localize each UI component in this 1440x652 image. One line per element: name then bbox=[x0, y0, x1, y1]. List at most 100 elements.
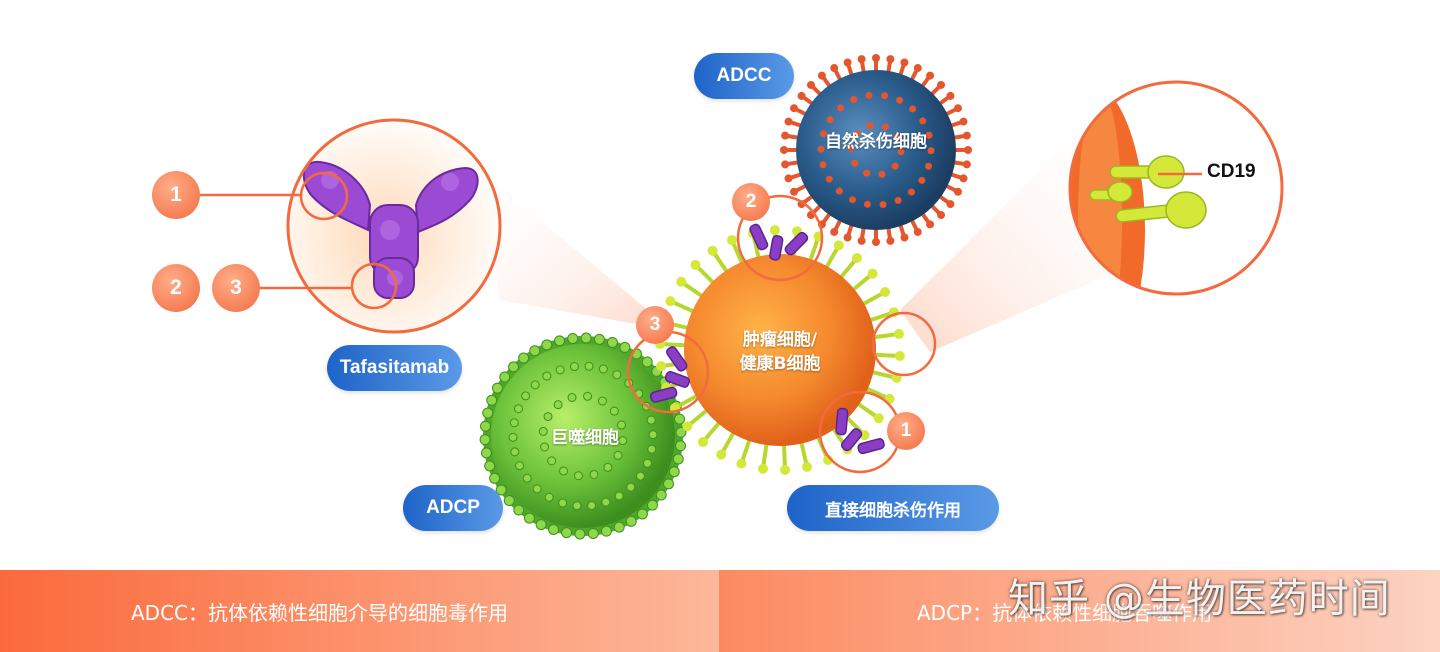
surface-bump bbox=[544, 492, 554, 502]
surface-bump bbox=[663, 478, 675, 490]
surface-bump bbox=[675, 440, 687, 452]
surface-spike bbox=[837, 257, 858, 282]
surface-bump bbox=[891, 162, 899, 170]
surface-bump bbox=[964, 146, 972, 154]
surface-spike bbox=[781, 439, 788, 470]
surface-bump bbox=[784, 174, 793, 183]
surface-bump bbox=[867, 268, 878, 279]
surface-bump bbox=[953, 104, 962, 113]
surface-bump bbox=[598, 364, 608, 374]
surface-bump bbox=[499, 371, 511, 383]
surface-bump bbox=[819, 130, 827, 138]
surface-bump bbox=[873, 413, 884, 424]
surface-bump bbox=[601, 497, 611, 507]
footer-left: ADCC：抗体依赖性细胞介导的细胞毒作用 bbox=[0, 570, 719, 652]
surface-bump bbox=[937, 211, 946, 220]
surface-bump bbox=[603, 462, 613, 472]
surface-bump bbox=[553, 400, 563, 410]
surface-bump bbox=[851, 159, 859, 167]
surface-bump bbox=[513, 504, 525, 516]
surface-bump bbox=[593, 333, 605, 345]
surface-bump bbox=[572, 501, 582, 511]
surface-bump bbox=[946, 200, 955, 209]
tumor-cell-label-1: 肿瘤细胞/ bbox=[742, 330, 818, 350]
surface-bump bbox=[647, 444, 657, 454]
surface-bump bbox=[784, 117, 793, 126]
surface-bump bbox=[636, 508, 648, 520]
surface-bump bbox=[567, 393, 577, 403]
surface-bump bbox=[676, 276, 687, 287]
surface-bump bbox=[665, 296, 676, 307]
surface-bump bbox=[510, 447, 520, 457]
surface-bump bbox=[769, 225, 780, 236]
surface-bump bbox=[479, 434, 491, 446]
surface-bump bbox=[532, 484, 542, 494]
surface-bump bbox=[675, 426, 687, 438]
surface-bump bbox=[521, 391, 531, 401]
surface-bump bbox=[555, 365, 565, 375]
surface-spike bbox=[862, 385, 890, 401]
surface-bump bbox=[626, 482, 636, 492]
surface-bump bbox=[872, 238, 880, 246]
surface-bump bbox=[567, 333, 579, 345]
surface-bump bbox=[817, 145, 825, 153]
surface-bump bbox=[518, 352, 530, 364]
surface-bump bbox=[866, 122, 874, 130]
surface-spike bbox=[694, 264, 718, 287]
surface-spike bbox=[869, 352, 900, 358]
surface-bump bbox=[881, 123, 889, 131]
surface-bump bbox=[863, 200, 871, 208]
footer-right: ADCP：抗体依赖性细胞吞噬作用 bbox=[719, 570, 1440, 652]
surface-bump bbox=[780, 464, 791, 475]
surface-spike bbox=[849, 272, 874, 294]
surface-bump bbox=[486, 394, 498, 406]
surface-spike bbox=[798, 437, 809, 467]
surface-bump bbox=[926, 220, 935, 229]
surface-bump bbox=[529, 345, 541, 357]
surface-spike bbox=[670, 299, 698, 315]
surface-bump bbox=[833, 240, 844, 251]
direct-killing-pill: 直接细胞杀伤作用 bbox=[787, 485, 999, 531]
footer-adcp-text: ADCP：抗体依赖性细胞吞噬作用 bbox=[917, 600, 1213, 625]
number-badge-2-tumor: 2 bbox=[732, 183, 770, 221]
mechanism-diagram: ADCC Tafasitamab ADCP 直接细胞杀伤作用 1 2 3 2 3… bbox=[152, 53, 1284, 540]
surface-bump bbox=[682, 421, 693, 432]
surface-bump bbox=[843, 58, 852, 67]
surface-bump bbox=[538, 426, 548, 436]
surface-bump bbox=[925, 162, 933, 170]
surface-spike bbox=[720, 428, 737, 455]
surface-bump bbox=[897, 148, 905, 156]
surface-bump bbox=[613, 450, 623, 460]
surface-bump bbox=[479, 420, 491, 432]
surface-spike bbox=[867, 369, 897, 380]
surface-bump bbox=[726, 235, 737, 246]
surface-bump bbox=[797, 91, 806, 100]
surface-bump bbox=[886, 236, 895, 245]
nk-cell bbox=[780, 54, 972, 246]
tafasitamab-pill: Tafasitamab bbox=[327, 345, 462, 391]
surface-bump bbox=[757, 463, 768, 474]
surface-bump bbox=[919, 117, 927, 125]
surface-bump bbox=[614, 491, 624, 501]
surface-bump bbox=[913, 64, 922, 73]
surface-bump bbox=[825, 175, 833, 183]
surface-bump bbox=[514, 404, 524, 414]
surface-spike bbox=[680, 280, 707, 300]
surface-bump bbox=[480, 447, 492, 459]
surface-bump bbox=[859, 430, 870, 441]
surface-bump bbox=[573, 471, 583, 481]
surface-bump bbox=[926, 71, 935, 80]
adcc-pill: ADCC bbox=[694, 53, 794, 99]
surface-bump bbox=[835, 187, 843, 195]
surface-bump bbox=[857, 236, 866, 245]
surface-bump bbox=[606, 337, 618, 349]
surface-bump bbox=[561, 527, 573, 539]
surface-bump bbox=[547, 456, 557, 466]
surface-bump bbox=[826, 116, 834, 124]
surface-bump bbox=[668, 466, 680, 478]
surface-bump bbox=[609, 406, 619, 416]
surface-spike bbox=[730, 239, 746, 268]
surface-spike bbox=[869, 332, 899, 340]
surface-bump bbox=[508, 432, 518, 442]
surface-spike bbox=[702, 418, 723, 443]
